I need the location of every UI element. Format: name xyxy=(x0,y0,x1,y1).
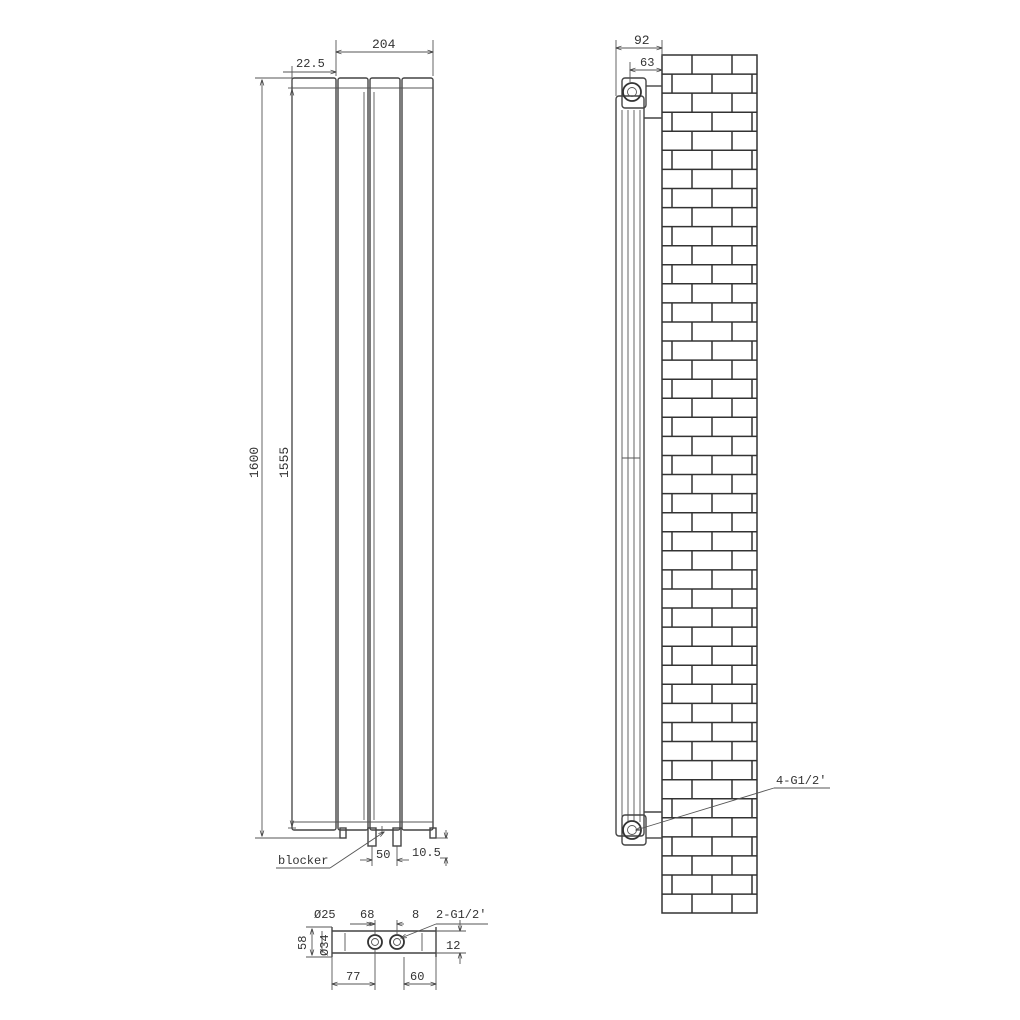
side-view: 92 63 4-G1/2' xyxy=(615,33,830,914)
dim-bracket-label: 63 xyxy=(640,56,654,70)
bottom-pipes xyxy=(339,826,437,847)
dimension-depth: 92 xyxy=(616,33,662,96)
dimension-height: 1600 xyxy=(247,77,340,839)
dimension-edge: 22.5 xyxy=(283,57,336,86)
dim-left-label: 77 xyxy=(346,970,360,984)
radiator-side-profile xyxy=(615,95,662,837)
dim-right-label: 60 xyxy=(410,970,424,984)
dim-diameter-small-label: Ø34 xyxy=(318,934,332,956)
blocker-callout: blocker xyxy=(276,832,384,869)
detail-body xyxy=(331,927,437,957)
dim-inner-height-label: 1555 xyxy=(277,447,292,478)
radiator-panels xyxy=(291,77,434,831)
dimension-inner-height: 1555 xyxy=(277,87,296,829)
dim-height-label-detail: 58 xyxy=(296,936,310,950)
dim-diameter-label: Ø25 xyxy=(314,908,336,922)
dim-gap-label: 8 xyxy=(412,908,419,922)
dim-offset-label-detail: 12 xyxy=(446,939,460,953)
pipe-connector-right xyxy=(389,934,405,950)
dim-edge-label: 22.5 xyxy=(296,57,325,71)
blocker-label: blocker xyxy=(278,854,328,868)
bottom-detail: Ø25 68 8 2-G1/2' 58 Ø34 12 77 60 xyxy=(296,908,488,990)
top-valve-icon xyxy=(622,82,642,102)
connection-callout: 4-G1/2' xyxy=(636,774,830,830)
dim-pipe-spacing-label: 50 xyxy=(376,848,390,862)
dimension-offset: 10.5 xyxy=(412,830,448,866)
thread-label: 2-G1/2' xyxy=(436,908,486,922)
dim-pipe-distance-label: 68 xyxy=(360,908,374,922)
dimension-pipe-spacing: 50 xyxy=(360,846,409,866)
dimension-bracket: 63 xyxy=(630,56,662,82)
bottom-bracket xyxy=(621,814,662,846)
dimension-width: 204 xyxy=(336,37,433,76)
dim-depth-label: 92 xyxy=(634,33,650,48)
dim-offset-label: 10.5 xyxy=(412,846,441,860)
front-view: 204 22.5 1600 1555 50 xyxy=(247,37,448,869)
dim-width-label: 204 xyxy=(372,37,396,52)
pipe-connector-left xyxy=(367,934,383,950)
connection-label: 4-G1/2' xyxy=(776,774,826,788)
top-bracket xyxy=(621,77,662,109)
dim-height-label: 1600 xyxy=(247,447,262,478)
brick-wall xyxy=(661,54,758,914)
